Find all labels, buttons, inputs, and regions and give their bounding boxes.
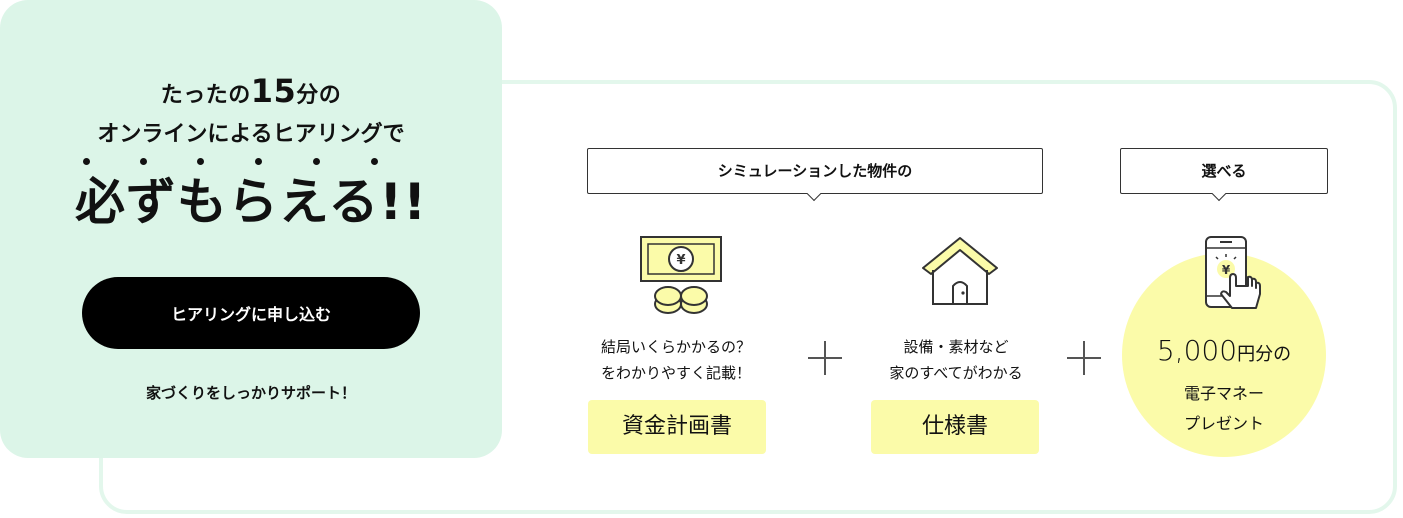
- specification-label: 仕様書: [871, 400, 1039, 454]
- yen-bill-coins-icon: ¥: [640, 236, 722, 314]
- funding-plan-label: 資金計画書: [588, 400, 766, 454]
- hero-panel: たったの15分の オンラインによるヒアリングで 必ずもらえる!! ヒアリングに申…: [0, 0, 502, 458]
- specification-caption: 設備・素材など 家のすべてがわかる: [846, 334, 1066, 386]
- hero-line2: オンラインによるヒアリングで: [97, 122, 405, 147]
- hero-subtext: 家づくりをしっかりサポート！: [145, 384, 356, 402]
- hero-line1-prefix: たったの: [160, 83, 251, 108]
- apply-hearing-button[interactable]: ヒアリングに申し込む: [82, 277, 420, 349]
- svg-text:¥: ¥: [1222, 263, 1231, 277]
- gift-amount-value: 5,000: [1156, 334, 1238, 367]
- plus-icon: [808, 341, 842, 375]
- gift-amount: 5,000円分の: [1122, 334, 1326, 367]
- hero-line1-suffix: 分の: [296, 83, 342, 108]
- specification-caption-line2: 家のすべてがわかる: [889, 364, 1023, 382]
- gift-line1: 電子マネー: [1183, 384, 1264, 403]
- funding-plan-caption: 結局いくらかかるの？ をわかりやすく記載！: [566, 334, 786, 386]
- choosable-label: 選べる: [1120, 148, 1328, 194]
- hero-line1-number: 15: [250, 72, 297, 110]
- svg-text:¥: ¥: [676, 253, 685, 268]
- plus-icon: [1067, 341, 1101, 375]
- property-documents-label: シミュレーションした物件の: [587, 148, 1043, 194]
- hero-headline: 必ずもらえる!!: [74, 173, 428, 231]
- house-icon: [922, 237, 998, 305]
- hero-line1: たったの15分の: [0, 72, 502, 110]
- emphasis-dots: [77, 158, 397, 168]
- gift-line2: プレゼント: [1183, 414, 1264, 433]
- funding-plan-caption-line2: をわかりやすく記載！: [600, 364, 751, 382]
- specification-caption-line1: 設備・素材など: [903, 338, 1009, 356]
- gift-amount-unit: 円分の: [1237, 344, 1292, 365]
- smartphone-tap-icon: ¥: [1205, 236, 1261, 309]
- funding-plan-caption-line1: 結局いくらかかるの？: [600, 338, 751, 356]
